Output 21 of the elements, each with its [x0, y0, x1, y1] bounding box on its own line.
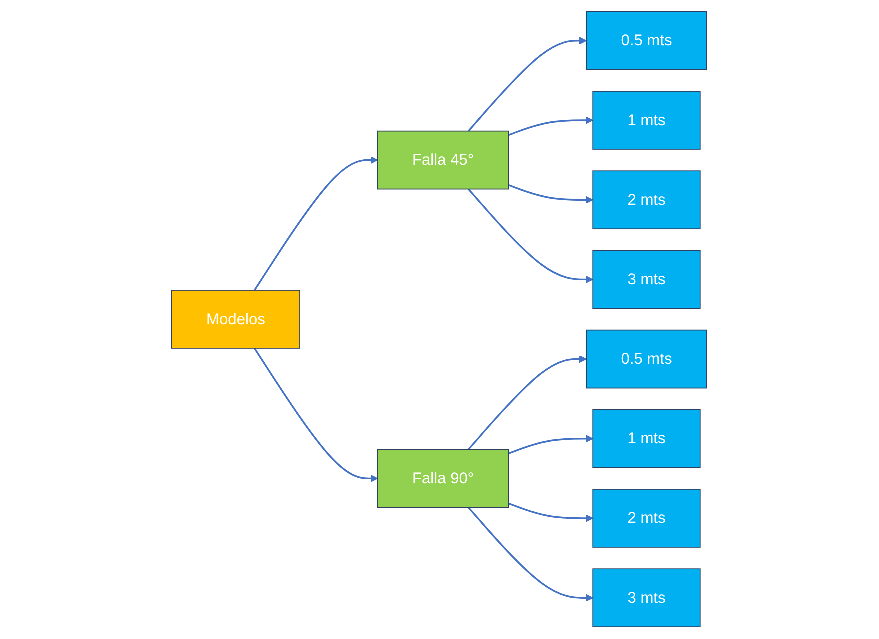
- node-box: 0.5 mts: [586, 330, 708, 389]
- arrow: [254, 156, 378, 291]
- node-box: 3 mts: [592, 568, 701, 628]
- node-box: Falla 90°: [378, 449, 510, 508]
- arrow: [468, 188, 594, 284]
- arrow: [508, 435, 594, 455]
- arrow: [254, 348, 378, 482]
- node-box: Falla 45°: [378, 130, 510, 190]
- node-box: 2 mts: [592, 170, 701, 230]
- node-box: 2 mts: [592, 489, 701, 548]
- node-box: 1 mts: [592, 91, 701, 150]
- node-box: 0.5 mts: [586, 11, 708, 70]
- node-box: Modelos: [172, 290, 301, 349]
- arrow: [468, 355, 588, 450]
- arrow: [468, 37, 588, 132]
- arrow: [508, 502, 594, 522]
- arrow: [508, 184, 594, 204]
- node-box: 1 mts: [592, 409, 701, 468]
- arrow: [468, 507, 594, 602]
- node-box: 3 mts: [592, 250, 701, 310]
- arrow: [508, 116, 594, 136]
